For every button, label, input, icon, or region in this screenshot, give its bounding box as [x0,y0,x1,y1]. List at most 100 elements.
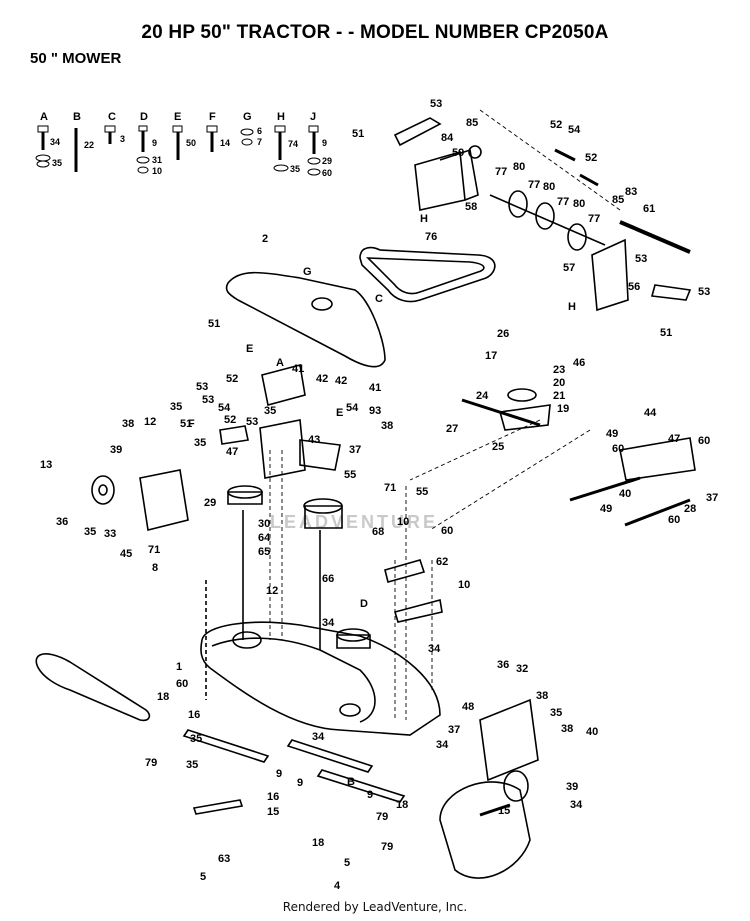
callout-label: 38 [381,420,393,432]
callout-label: 53 [635,253,647,265]
hardware-part: 14 [220,138,230,148]
callout-label: 85 [612,194,624,206]
callout-label: 79 [145,757,157,769]
callout-label: 35 [84,526,96,538]
callout-label: 29 [204,497,216,509]
callout-label: F [188,418,195,430]
callout-label: B [347,776,355,788]
callout-label: 49 [600,503,612,515]
hardware-part: 6 [257,126,262,136]
callout-label: 76 [425,231,437,243]
callout-label: 51 [208,318,220,330]
callout-label: 12 [266,585,278,597]
callout-label: 38 [122,418,134,430]
hardware-letter: D [140,111,148,123]
callout-label: 48 [462,701,474,713]
hardware-letter: G [243,111,252,123]
callout-label: E [336,407,343,419]
hardware-part: 31 [152,155,162,165]
callout-label: 35 [190,733,202,745]
callout-label: 52 [226,373,238,385]
callout-label: 42 [316,373,328,385]
callout-label: 51 [180,418,192,430]
callout-label: 49 [606,428,618,440]
callout-label: 40 [586,726,598,738]
hardware-part: 7 [257,137,262,147]
callout-label: 34 [322,617,335,629]
credit-footer: Rendered by LeadVenture, Inc. [282,900,468,914]
hardware-part: 29 [322,156,332,166]
callout-label: 47 [226,446,238,458]
callout-label: 35 [170,401,182,413]
callout-label: 28 [684,503,696,515]
callout-label: 17 [485,350,497,362]
callout-label: 52 [585,152,597,164]
callout-label: 55 [344,469,356,481]
callout-label: H [420,213,428,225]
callout-label: 30 [258,518,270,530]
callout-label: D [360,598,368,610]
callout-label: 39 [110,444,122,456]
callout-label: H [568,301,576,313]
hardware-key: A 34 35 B 22 C 3 D 9 31 10 [35,111,332,178]
hardware-J: J 9 29 60 [307,111,332,178]
callout-label: 93 [369,405,381,417]
callout-label: 77 [495,166,507,178]
callout-label: 41 [369,382,381,394]
hardware-C: C 3 [104,111,125,144]
callout-label: 26 [497,328,509,340]
callout-label: 44 [644,407,657,419]
callout-label: 80 [573,198,585,210]
leader-lines [269,109,621,720]
callout-label: 59 [452,147,464,159]
callout-label: 9 [297,777,303,789]
callout-label: 77 [588,213,600,225]
callout-label: 77 [557,196,569,208]
callout-label: 5 [344,857,350,869]
callout-label: 46 [573,357,585,369]
callout-label: 16 [267,791,279,803]
callout-label: 1 [176,661,182,673]
callout-label: 55 [416,486,428,498]
diagram-subtitle: 50 " MOWER [30,50,122,67]
callout-label: 60 [176,678,188,690]
callout-label: 39 [566,781,578,793]
callout-label: 37 [706,492,718,504]
callout-label: 20 [553,377,565,389]
hardware-letter: A [40,111,48,123]
hardware-A: A 34 35 [35,111,62,168]
callout-label: 18 [312,837,324,849]
callout-label: 53 [430,98,442,110]
hardware-letter: J [310,111,316,123]
callout-label: 9 [276,768,282,780]
callout-label: 12 [144,416,156,428]
callout-label: 57 [563,262,575,274]
callout-label: 51 [660,327,672,339]
callout-label: 36 [56,516,68,528]
hardware-part: 35 [52,158,62,168]
hardware-part: 35 [290,164,300,174]
callout-label: 53 [202,394,214,406]
callout-label: 41 [292,363,304,375]
callout-label: 19 [557,403,569,415]
callout-label: 37 [448,724,460,736]
callout-label: 53 [196,381,208,393]
hardware-G: G 6 7 [240,111,262,147]
callout-label: 77 [528,179,540,191]
callout-label: 79 [381,841,393,853]
callout-labels: 53 51 84 85 59 52 54 52 77 80 77 80 77 8… [40,98,718,892]
callout-label: 25 [492,441,504,453]
parts-art [35,117,696,879]
callout-label: 33 [104,528,116,540]
callout-label: 27 [446,423,458,435]
callout-label: 35 [550,707,562,719]
callout-label: 52 [224,414,236,426]
callout-label: 54 [568,124,581,136]
callout-label: 56 [628,281,640,293]
callout-label: 47 [668,433,680,445]
hardware-part: 10 [152,166,162,176]
callout-label: 34 [312,731,325,743]
callout-label: 83 [625,186,637,198]
hardware-letter: H [277,111,285,123]
